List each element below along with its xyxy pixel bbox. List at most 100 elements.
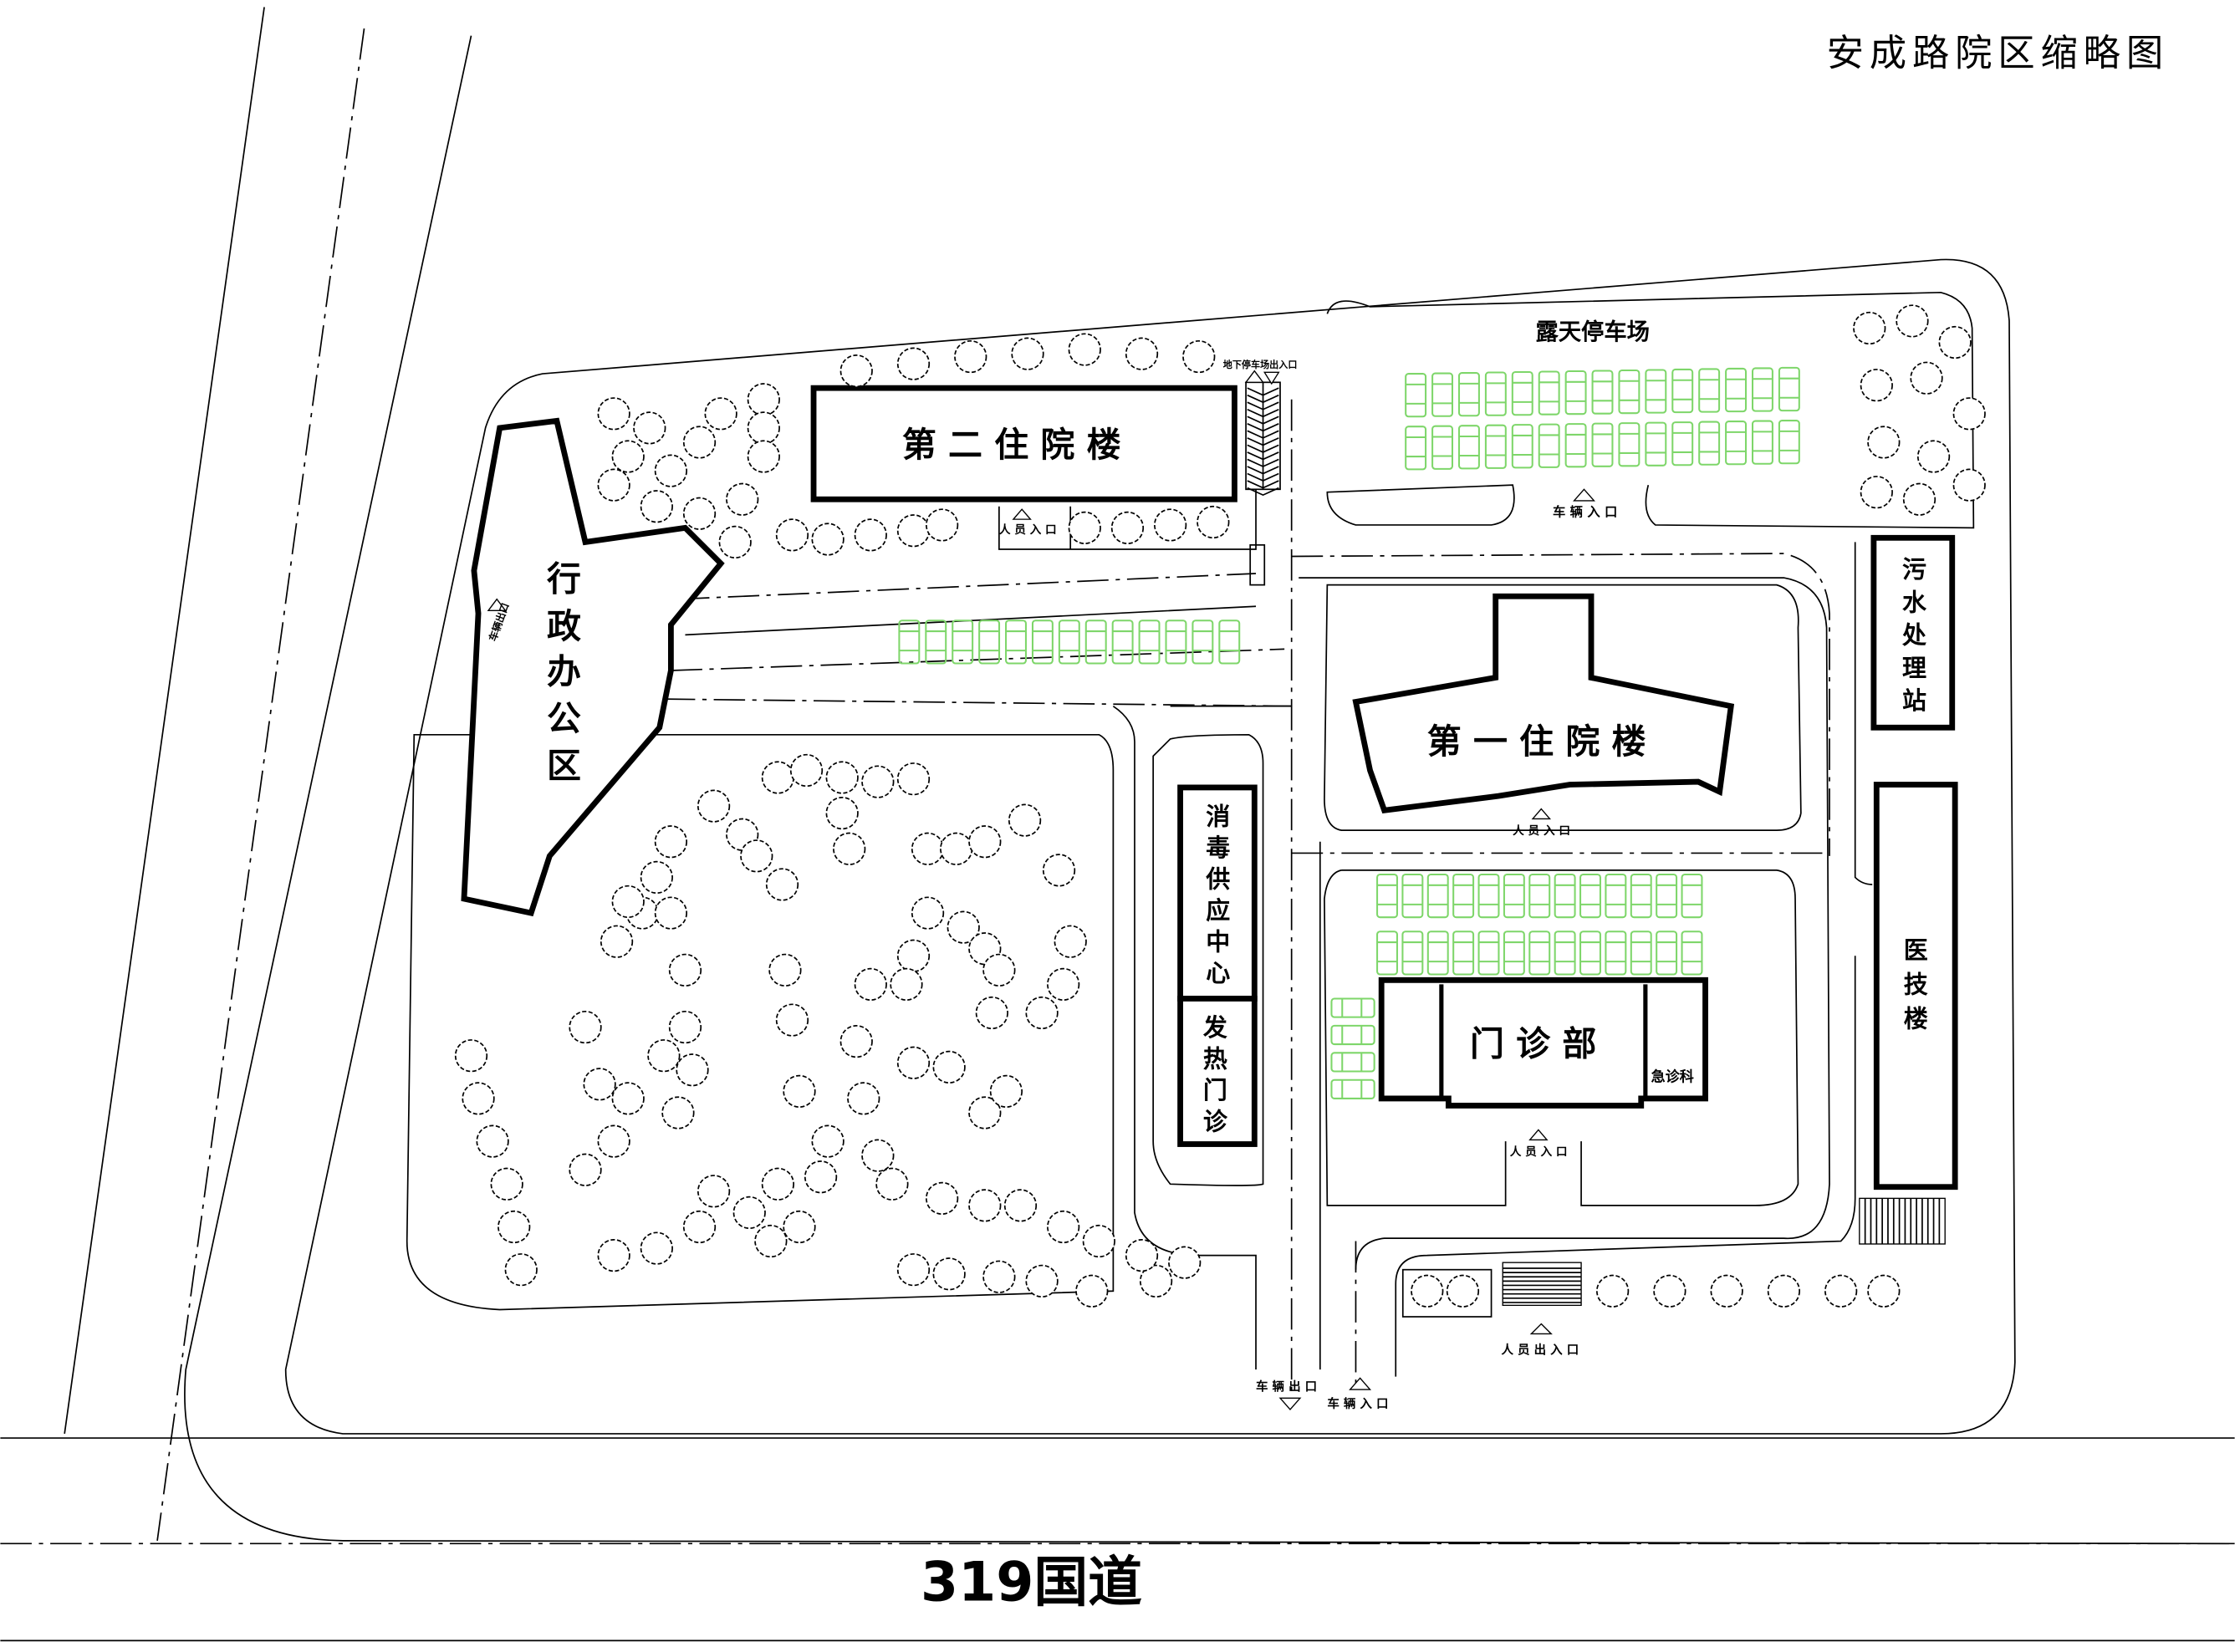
road-label: 319国道 bbox=[921, 1552, 1142, 1614]
tree-icon bbox=[569, 1153, 602, 1186]
parking-space bbox=[1778, 420, 1800, 465]
tree-icon bbox=[1916, 440, 1951, 473]
tree-icon bbox=[968, 1189, 1002, 1222]
tree-icon bbox=[597, 468, 630, 502]
parking-space bbox=[1528, 873, 1551, 919]
parking-space bbox=[1405, 373, 1427, 418]
tree-icon bbox=[811, 523, 845, 556]
parking-space bbox=[1165, 620, 1187, 665]
parking-space bbox=[1431, 425, 1454, 470]
parking-space bbox=[1671, 368, 1694, 414]
tree-icon bbox=[833, 832, 866, 865]
parking-space bbox=[1426, 873, 1449, 919]
svg-text:人 员 出 入 口: 人 员 出 入 口 bbox=[1502, 1342, 1579, 1357]
building-sewage[interactable] bbox=[1870, 534, 1956, 731]
parking-space bbox=[1656, 873, 1678, 919]
building-fever-clinic[interactable] bbox=[1177, 996, 1258, 1147]
tree-icon bbox=[1952, 468, 1986, 502]
parking-space bbox=[1681, 931, 1703, 976]
tree-icon bbox=[825, 797, 859, 830]
svg-text:发: 发 bbox=[1202, 1013, 1227, 1042]
tree-icon bbox=[1197, 505, 1230, 539]
tree-icon bbox=[968, 825, 1002, 859]
parking-space bbox=[1528, 931, 1551, 976]
label-sewage: 污 水 处 理 站 bbox=[1901, 555, 1927, 715]
building-admin[interactable] bbox=[461, 417, 725, 917]
tree-icon bbox=[1168, 1246, 1202, 1279]
parking-space bbox=[1457, 425, 1480, 470]
tree-icon bbox=[1938, 325, 1972, 359]
parking-space bbox=[1645, 421, 1667, 467]
building-outpatient[interactable] bbox=[1378, 976, 1708, 1109]
tree-icon bbox=[789, 753, 824, 788]
tree-icon bbox=[1446, 1274, 1480, 1308]
tree-icon bbox=[1042, 854, 1076, 887]
tree-icon bbox=[875, 1167, 909, 1201]
tree-icon bbox=[1595, 1274, 1630, 1308]
tree-icon bbox=[1767, 1274, 1801, 1308]
tree-icon bbox=[682, 1210, 717, 1244]
svg-text:楼: 楼 bbox=[1904, 1005, 1928, 1033]
svg-text:毒: 毒 bbox=[1206, 834, 1230, 862]
tree-icon bbox=[597, 397, 630, 431]
tree-icon bbox=[682, 426, 717, 459]
tree-icon bbox=[1952, 397, 1986, 431]
building-medtech[interactable] bbox=[1873, 782, 1958, 1191]
svg-text:诊: 诊 bbox=[1203, 1107, 1228, 1135]
tree-icon bbox=[1853, 311, 1886, 345]
building-inpatient-1[interactable] bbox=[1352, 593, 1735, 813]
tree-icon bbox=[982, 953, 1016, 987]
tree-icon bbox=[989, 1074, 1023, 1109]
parking-space bbox=[1401, 873, 1424, 919]
parking-space bbox=[1503, 931, 1525, 976]
tree-icon bbox=[854, 967, 887, 1002]
tree-icon bbox=[1910, 361, 1943, 395]
tree-icon bbox=[611, 440, 645, 473]
tree-icon bbox=[597, 1124, 630, 1158]
svg-text:办: 办 bbox=[547, 651, 581, 691]
svg-text:中: 中 bbox=[1206, 927, 1230, 956]
tree-icon bbox=[490, 1167, 523, 1201]
tree-icon bbox=[654, 825, 688, 859]
tree-icon bbox=[498, 1210, 531, 1244]
tree-icon bbox=[583, 1068, 616, 1101]
building-inpatient-2[interactable] bbox=[810, 385, 1237, 502]
tree-icon bbox=[825, 761, 859, 794]
svg-text:人 员 入 口: 人 员 入 口 bbox=[1510, 1145, 1568, 1159]
tree-icon bbox=[454, 1039, 488, 1073]
svg-text:车 辆 入 口: 车 辆 入 口 bbox=[1553, 504, 1617, 520]
label-admin: 行 政 办 公 区 bbox=[547, 558, 581, 786]
parking-space bbox=[978, 620, 1001, 665]
tree-icon bbox=[975, 996, 1008, 1030]
entrance-markers: 车 辆 入 口 人 员 入 口 人 员 入 口 人 员 入 口 车 辆 出 口 … bbox=[999, 488, 1617, 1411]
building-disinfection[interactable] bbox=[1177, 784, 1258, 1002]
tree-icon bbox=[932, 1050, 966, 1084]
tree-icon bbox=[504, 1253, 538, 1287]
parking-space bbox=[1058, 620, 1080, 665]
tree-icon bbox=[1896, 304, 1929, 338]
tree-icon bbox=[611, 885, 645, 919]
parking-space bbox=[1630, 873, 1652, 919]
parking-space bbox=[1431, 372, 1454, 417]
parking-space bbox=[1656, 931, 1678, 976]
parking-space bbox=[1330, 1052, 1375, 1073]
parking-space bbox=[1376, 931, 1398, 976]
tree-icon bbox=[1008, 803, 1042, 837]
tree-icon bbox=[754, 1224, 788, 1258]
tree-icon bbox=[747, 411, 780, 445]
tree-icon bbox=[768, 953, 802, 987]
tree-icon bbox=[1710, 1274, 1743, 1308]
svg-text:供: 供 bbox=[1205, 864, 1230, 893]
tree-icon bbox=[1025, 996, 1059, 1030]
parking-space bbox=[925, 620, 947, 665]
tree-icon bbox=[1139, 1264, 1173, 1298]
tree-icon bbox=[861, 765, 895, 798]
tree-icon bbox=[911, 832, 945, 865]
parking-space bbox=[1330, 997, 1375, 1018]
parking-space bbox=[1579, 931, 1601, 976]
parking-space bbox=[1218, 620, 1241, 665]
tree-icon bbox=[1125, 1239, 1159, 1272]
tree-icon bbox=[804, 1160, 838, 1194]
svg-text:站: 站 bbox=[1902, 686, 1926, 715]
